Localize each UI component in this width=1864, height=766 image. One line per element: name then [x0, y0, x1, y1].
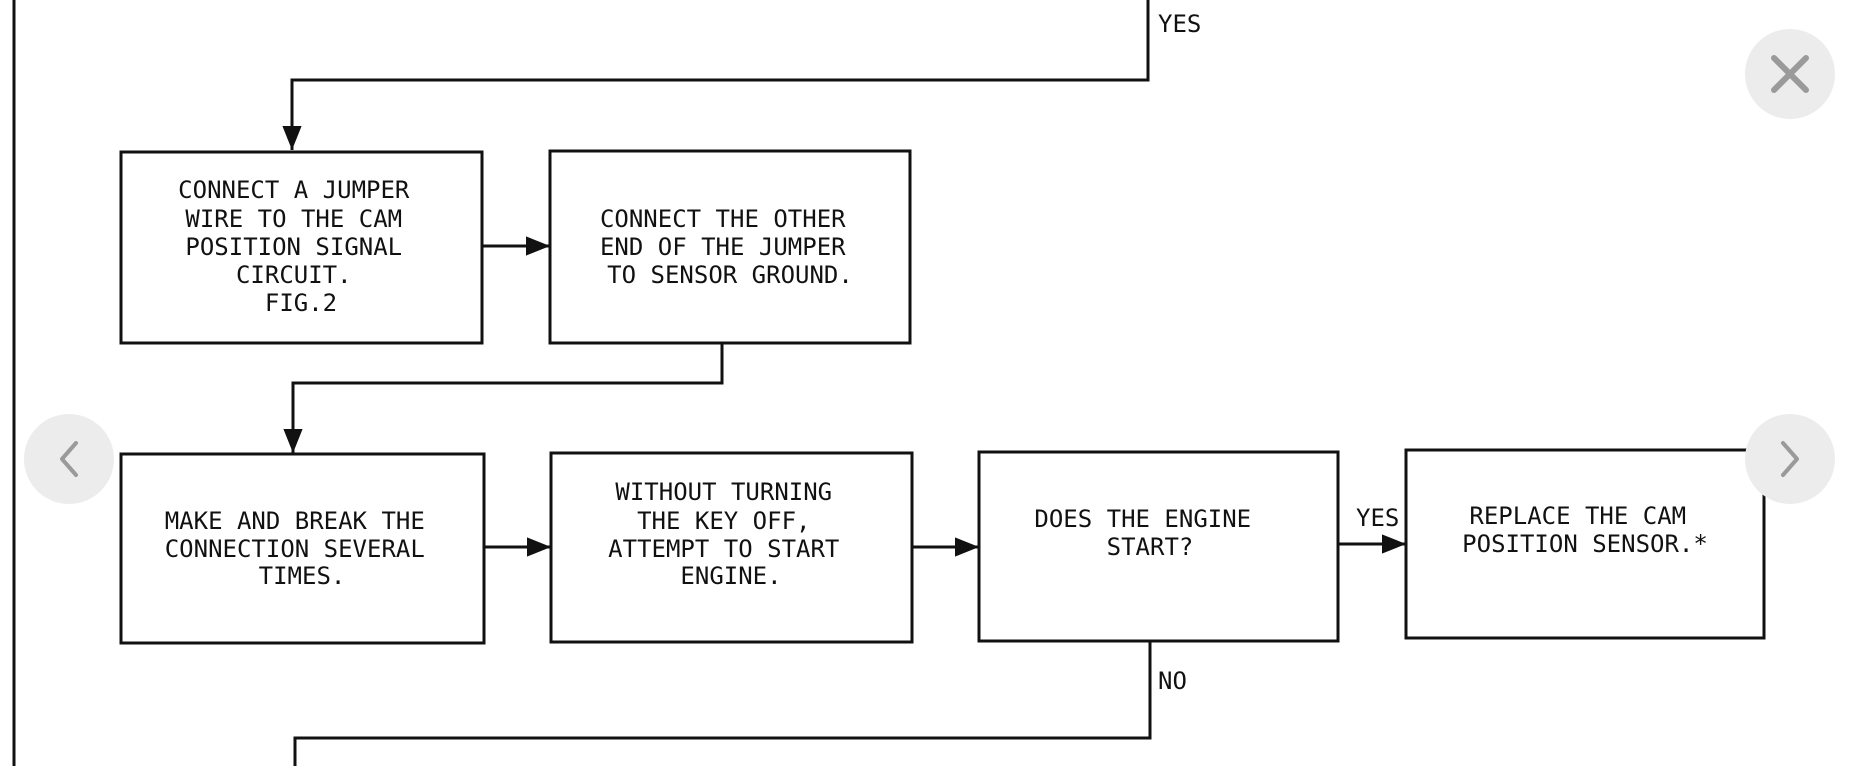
close-button[interactable]: [1745, 29, 1835, 119]
box-text-line: CONNECT A JUMPER: [178, 176, 410, 204]
flowchart-box-make-break: MAKE AND BREAK THE CONNECTION SEVERAL TI…: [119, 452, 486, 645]
box-text-line: REPLACE THE CAM: [1469, 502, 1686, 530]
box-text-line: FIG.2: [265, 289, 337, 317]
box-text-line: START?: [1107, 533, 1194, 561]
svg-text:WITHOUT TURNING THE KE: WITHOUT TURNING THE KEY OFF, ATTEMPT TO …: [608, 478, 854, 590]
box-text-line: WIRE TO THE CAM: [185, 205, 402, 233]
flowchart-box-connect-other-end: CONNECT THE OTHER END OF THE JUMPER TO S…: [548, 149, 912, 345]
box-text-line: MAKE AND BREAK THE: [165, 507, 425, 535]
box-text-line: TIMES.: [259, 562, 346, 590]
box-text-line: TO SENSOR GROUND.: [607, 261, 853, 289]
chevron-left-icon: [60, 441, 78, 477]
connector-other-to-make: [283, 343, 724, 453]
connector-top-yes: [282, 0, 1150, 150]
svg-text:MAKE AND BREAK THE CON: MAKE AND BREAK THE CONNECTION SEVERAL TI…: [165, 507, 440, 590]
flowchart-box-engine-start-question: DOES THE ENGINE START?: [977, 450, 1340, 643]
svg-text:DOES THE ENGINE START?: DOES THE ENGINE START?: [1034, 505, 1265, 561]
svg-text:CONNECT THE OTHER END: CONNECT THE OTHER END OF THE JUMPER TO S…: [600, 205, 860, 289]
box-text-line: CONNECTION SEVERAL: [165, 535, 425, 563]
svg-text:REPLACE THE CAM POSITI: REPLACE THE CAM POSITION SENSOR.*: [1462, 502, 1708, 558]
flowchart-box-attempt-start: WITHOUT TURNING THE KEY OFF, ATTEMPT TO …: [549, 451, 914, 644]
close-icon: [1771, 55, 1809, 93]
box-text-line: WITHOUT TURNING: [615, 478, 832, 506]
box-text-line: THE KEY OFF,: [637, 507, 810, 535]
flowchart-box-replace-sensor: REPLACE THE CAM POSITION SENSOR.*: [1404, 448, 1766, 640]
connectors: [282, 0, 1406, 766]
edge-label-mid-yes: YES: [1356, 504, 1399, 532]
svg-text:CONNECT A JUMPER WIRE: CONNECT A JUMPER WIRE TO THE CAM POSITIO…: [178, 176, 424, 317]
box-text-line: CONNECT THE OTHER: [600, 205, 846, 233]
box-text-line: ATTEMPT TO START: [608, 535, 839, 563]
connector-bottom-no: [293, 642, 1152, 766]
previous-image-button[interactable]: [24, 414, 114, 504]
box-text-line: CIRCUIT.: [236, 261, 352, 289]
box-text-line: ENGINE.: [680, 562, 781, 590]
flowchart-box-connect-jumper: CONNECT A JUMPER WIRE TO THE CAM POSITIO…: [119, 150, 484, 345]
box-text-line: END OF THE JUMPER: [600, 233, 846, 261]
chevron-right-icon: [1781, 441, 1799, 477]
box-text-line: POSITION SENSOR.*: [1462, 530, 1708, 558]
edge-label-top-yes: YES: [1158, 10, 1201, 38]
edge-label-bottom-no: NO: [1158, 667, 1187, 695]
box-text-line: POSITION SIGNAL: [185, 233, 402, 261]
box-text-line: DOES THE ENGINE: [1034, 505, 1251, 533]
next-image-button[interactable]: [1745, 414, 1835, 504]
